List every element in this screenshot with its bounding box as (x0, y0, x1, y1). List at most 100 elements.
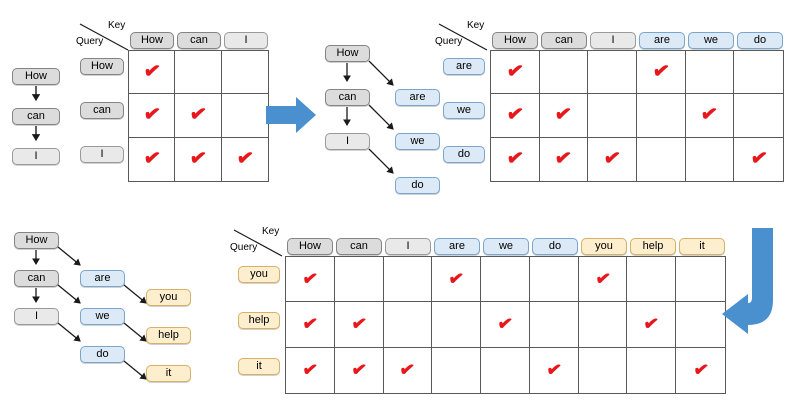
key-query-divider-icon (438, 23, 488, 51)
check-icon: ✔ (141, 103, 162, 128)
attention-cell (481, 347, 530, 393)
matrix1-key-i: I (224, 32, 268, 49)
token-chain-can: can (12, 108, 60, 125)
matrix2-key-how: How (492, 32, 538, 49)
attention-cell: ✔ (530, 347, 579, 393)
matrix1-grid: ✔ ✔ ✔ ✔ ✔ ✔ (128, 50, 269, 182)
attention-cell: ✔ (175, 137, 222, 181)
attention-cell: ✔ (384, 347, 433, 393)
attention-cell: ✔ (286, 347, 335, 393)
check-icon: ✔ (748, 146, 769, 171)
matrix2-key-i: I (590, 32, 636, 49)
check-icon: ✔ (593, 267, 612, 290)
matrix3-query-help: help (238, 312, 280, 329)
attention-cell: ✔ (129, 94, 176, 138)
attention-cell (529, 257, 579, 303)
attention-cell: ✔ (129, 51, 176, 95)
check-icon: ✔ (141, 146, 162, 171)
attention-cell (637, 94, 686, 138)
check-icon: ✔ (301, 313, 319, 336)
matrix1-key-can: can (177, 32, 221, 49)
tree1-node-we: we (395, 133, 440, 150)
matrix1-corner-label: Key Query (76, 20, 130, 52)
check-icon: ✔ (691, 358, 710, 381)
flow-arrow-down-left (716, 228, 784, 346)
check-icon: ✔ (553, 103, 574, 128)
tree2-node-help: help (146, 327, 191, 344)
attention-cell: ✔ (286, 302, 335, 348)
token-chain-i: I (12, 148, 60, 165)
matrix2-key-we: we (688, 32, 734, 49)
tree2-node-how: How (14, 232, 59, 249)
step-2-attention-matrix: Key Query How can I are we do are we do … (435, 20, 785, 187)
step-2-token-tree: How can I are we do you help it (14, 232, 191, 382)
key-label: Key (262, 226, 280, 237)
check-icon: ✔ (188, 103, 208, 128)
query-label: Query (435, 36, 463, 47)
attention-cell: ✔ (734, 138, 783, 181)
matrix3-key-are: are (434, 238, 480, 255)
matrix3-key-how: How (287, 238, 333, 255)
attention-cell (579, 347, 628, 393)
attention-cell (588, 94, 637, 138)
tree1-node-i: I (325, 133, 370, 150)
attention-cell (221, 51, 268, 95)
check-icon: ✔ (349, 358, 368, 381)
check-icon: ✔ (447, 267, 466, 290)
matrix2-query-do: do (443, 146, 485, 163)
attention-cell (481, 257, 530, 303)
attention-cell: ✔ (129, 137, 176, 181)
input-token-chain: How can I (12, 68, 72, 178)
attention-cell (685, 51, 735, 95)
tree2-node-do: do (80, 346, 125, 363)
attention-cell (627, 347, 677, 393)
check-icon: ✔ (496, 313, 514, 336)
attention-cell (221, 94, 268, 138)
matrix2-key-can: can (541, 32, 587, 49)
key-query-divider-icon (79, 23, 129, 51)
attention-cell: ✔ (286, 257, 335, 303)
tree2-node-can: can (14, 270, 59, 287)
tree2-node-it: it (146, 365, 191, 382)
check-icon: ✔ (188, 146, 208, 171)
attention-cell (627, 257, 677, 303)
attention-cell: ✔ (540, 137, 589, 181)
matrix3-key-do: do (532, 238, 578, 255)
attention-cell (734, 94, 783, 138)
attention-cell (539, 51, 589, 95)
check-icon: ✔ (398, 358, 417, 381)
attention-cell (686, 137, 735, 181)
attention-cell (175, 51, 222, 95)
matrix3-key-help: help (630, 238, 676, 255)
matrix2-query-are: are (443, 58, 485, 75)
attention-cell: ✔ (676, 348, 725, 393)
check-icon: ✔ (301, 358, 319, 381)
attention-cell (676, 302, 725, 348)
step-1-attention-matrix: Key Query How can I How can I ✔✔✔✔✔✔ (76, 20, 273, 187)
tree2-node-are: are (80, 270, 125, 287)
key-label: Key (108, 20, 126, 31)
check-icon: ✔ (141, 59, 162, 84)
attention-cell (334, 257, 384, 303)
matrix2-corner-label: Key Query (435, 20, 489, 52)
attention-cell: ✔ (175, 94, 222, 138)
matrix3-key-it: it (679, 238, 725, 255)
attention-cell: ✔ (588, 137, 637, 181)
query-label: Query (76, 36, 104, 47)
attention-cell: ✔ (637, 51, 686, 95)
tree2-node-you: you (146, 289, 191, 306)
attention-cell (676, 257, 725, 303)
matrix2-key-do: do (737, 32, 783, 49)
check-icon: ✔ (602, 146, 622, 171)
attention-cell (383, 302, 433, 348)
tree2-node-i: I (14, 308, 59, 325)
matrix1-key-how: How (130, 32, 174, 49)
attention-cell: ✔ (222, 138, 268, 181)
matrix2-grid: ✔✔✔✔✔✔✔✔✔ (490, 50, 784, 182)
chain-arrows (31, 86, 41, 142)
matrix3-key-you: you (581, 238, 627, 255)
attention-cell: ✔ (627, 302, 677, 348)
attention-cell: ✔ (491, 94, 540, 138)
key-label: Key (467, 20, 485, 31)
tree2-node-we: we (80, 308, 125, 325)
